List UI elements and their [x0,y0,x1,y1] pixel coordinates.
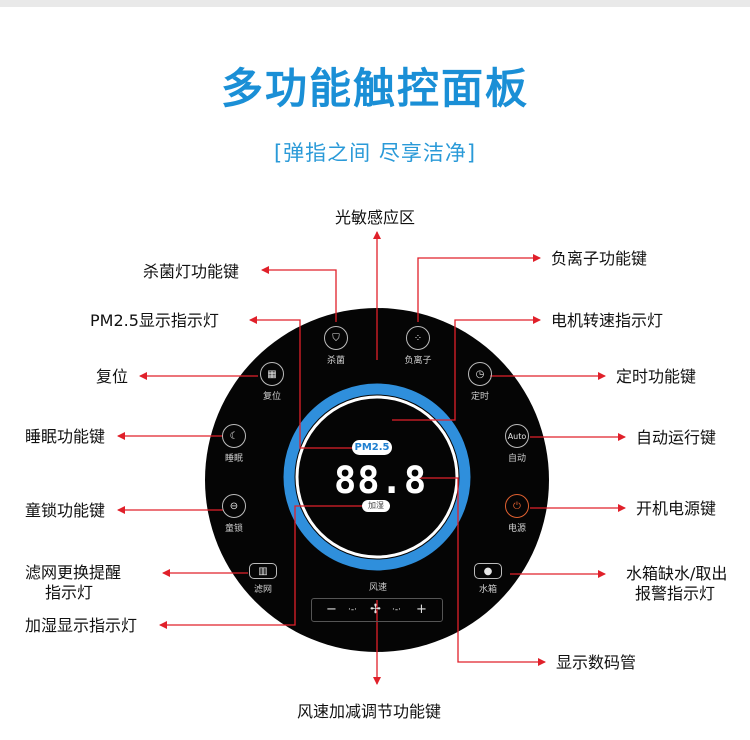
speed-dots-left: ·-· [348,605,357,615]
callout-timer: 定时功能键 [616,367,697,386]
digital-display: 88.8 [334,459,428,502]
page-title: 多功能触控面板 [220,64,529,113]
shield-icon: ⛉ [324,326,348,350]
callout-uv: 杀菌灯功能键 [143,262,240,281]
reset-button[interactable]: ▦ 复位 [252,362,292,402]
callout-power: 开机电源键 [636,499,717,518]
water-indicator: ● 水箱 [468,563,508,595]
fan-speed-label: 风速 [368,583,387,593]
anion-button[interactable]: ⁘ 负离子 [396,326,440,366]
callout-water-line2: 报警指示灯 [635,584,716,603]
water-drop-icon: ● [474,563,502,579]
top-bar [0,0,750,7]
line-humidify [159,505,362,629]
line-display [418,477,546,666]
callout-filter-line1: 滤网更换提醒 [25,563,122,582]
callout-water-line1: 水箱缺水/取出 [626,564,728,583]
fan-minus-button[interactable]: − [326,602,337,617]
sleep-button-label: 睡眠 [224,454,243,464]
filter-indicator-label: 滤网 [253,585,272,595]
child-lock-button-label: 童锁 [224,524,243,534]
water-indicator-label: 水箱 [478,585,497,595]
callout-light-sensor: 光敏感应区 [335,208,416,227]
callout-humidify: 加湿显示指示灯 [25,616,138,635]
auto-button-label: 自动 [507,454,526,464]
callout-display: 显示数码管 [556,653,637,672]
line-anion [417,254,541,322]
callout-lock: 童锁功能键 [25,501,106,520]
callout-auto: 自动运行键 [636,428,717,447]
moon-icon: ☾ [222,424,246,448]
fan-icon: ✢ [370,602,381,617]
timer-button-label: 定时 [470,392,489,402]
power-icon: ⏻ [505,494,529,518]
callout-sleep: 睡眠功能键 [25,427,106,446]
power-button[interactable]: ⏻ 电源 [497,494,537,534]
control-panel [205,308,549,652]
callout-pm25: PM2.5显示指示灯 [90,311,219,330]
timer-button[interactable]: ◷ 定时 [460,362,500,402]
page-subtitle: [弹指之间 尽享洁净] [273,141,477,165]
speed-dots-right: ·-· [392,605,401,615]
filter-icon: ▥ [249,563,277,579]
callout-anion: 负离子功能键 [551,249,648,268]
line-motor [392,316,541,421]
fan-speed-control[interactable]: − ·-· ✢ ·-· + [311,598,443,622]
power-button-label: 电源 [507,524,526,534]
fan-plus-button[interactable]: + [416,602,427,617]
callout-filter-line2: 指示灯 [45,583,94,602]
inner-ring [295,395,459,559]
callout-fan-speed: 风速加减调节功能键 [297,702,442,721]
reset-button-label: 复位 [262,392,281,402]
clock-icon: ◷ [468,362,492,386]
dots-icon: ⁘ [406,326,430,350]
child-lock-button[interactable]: ⊖ 童锁 [214,494,254,534]
sleep-button[interactable]: ☾ 睡眠 [214,424,254,464]
uv-button[interactable]: ⛉ 杀菌 [316,326,356,366]
line-pm25 [249,316,352,449]
humidify-badge: 加湿 [362,500,390,512]
anion-button-label: 负离子 [404,356,432,366]
line-uv [261,266,337,322]
callout-motor: 电机转速指示灯 [551,311,664,330]
uv-button-label: 杀菌 [326,356,345,366]
pm25-badge: PM2.5 [352,440,392,455]
auto-icon: Auto [505,424,529,448]
blue-ring [283,383,471,571]
lock-icon: ⊖ [222,494,246,518]
grid-icon: ▦ [260,362,284,386]
callout-reset: 复位 [96,367,129,386]
filter-indicator: ▥ 滤网 [243,563,283,595]
auto-button[interactable]: Auto 自动 [497,424,537,464]
